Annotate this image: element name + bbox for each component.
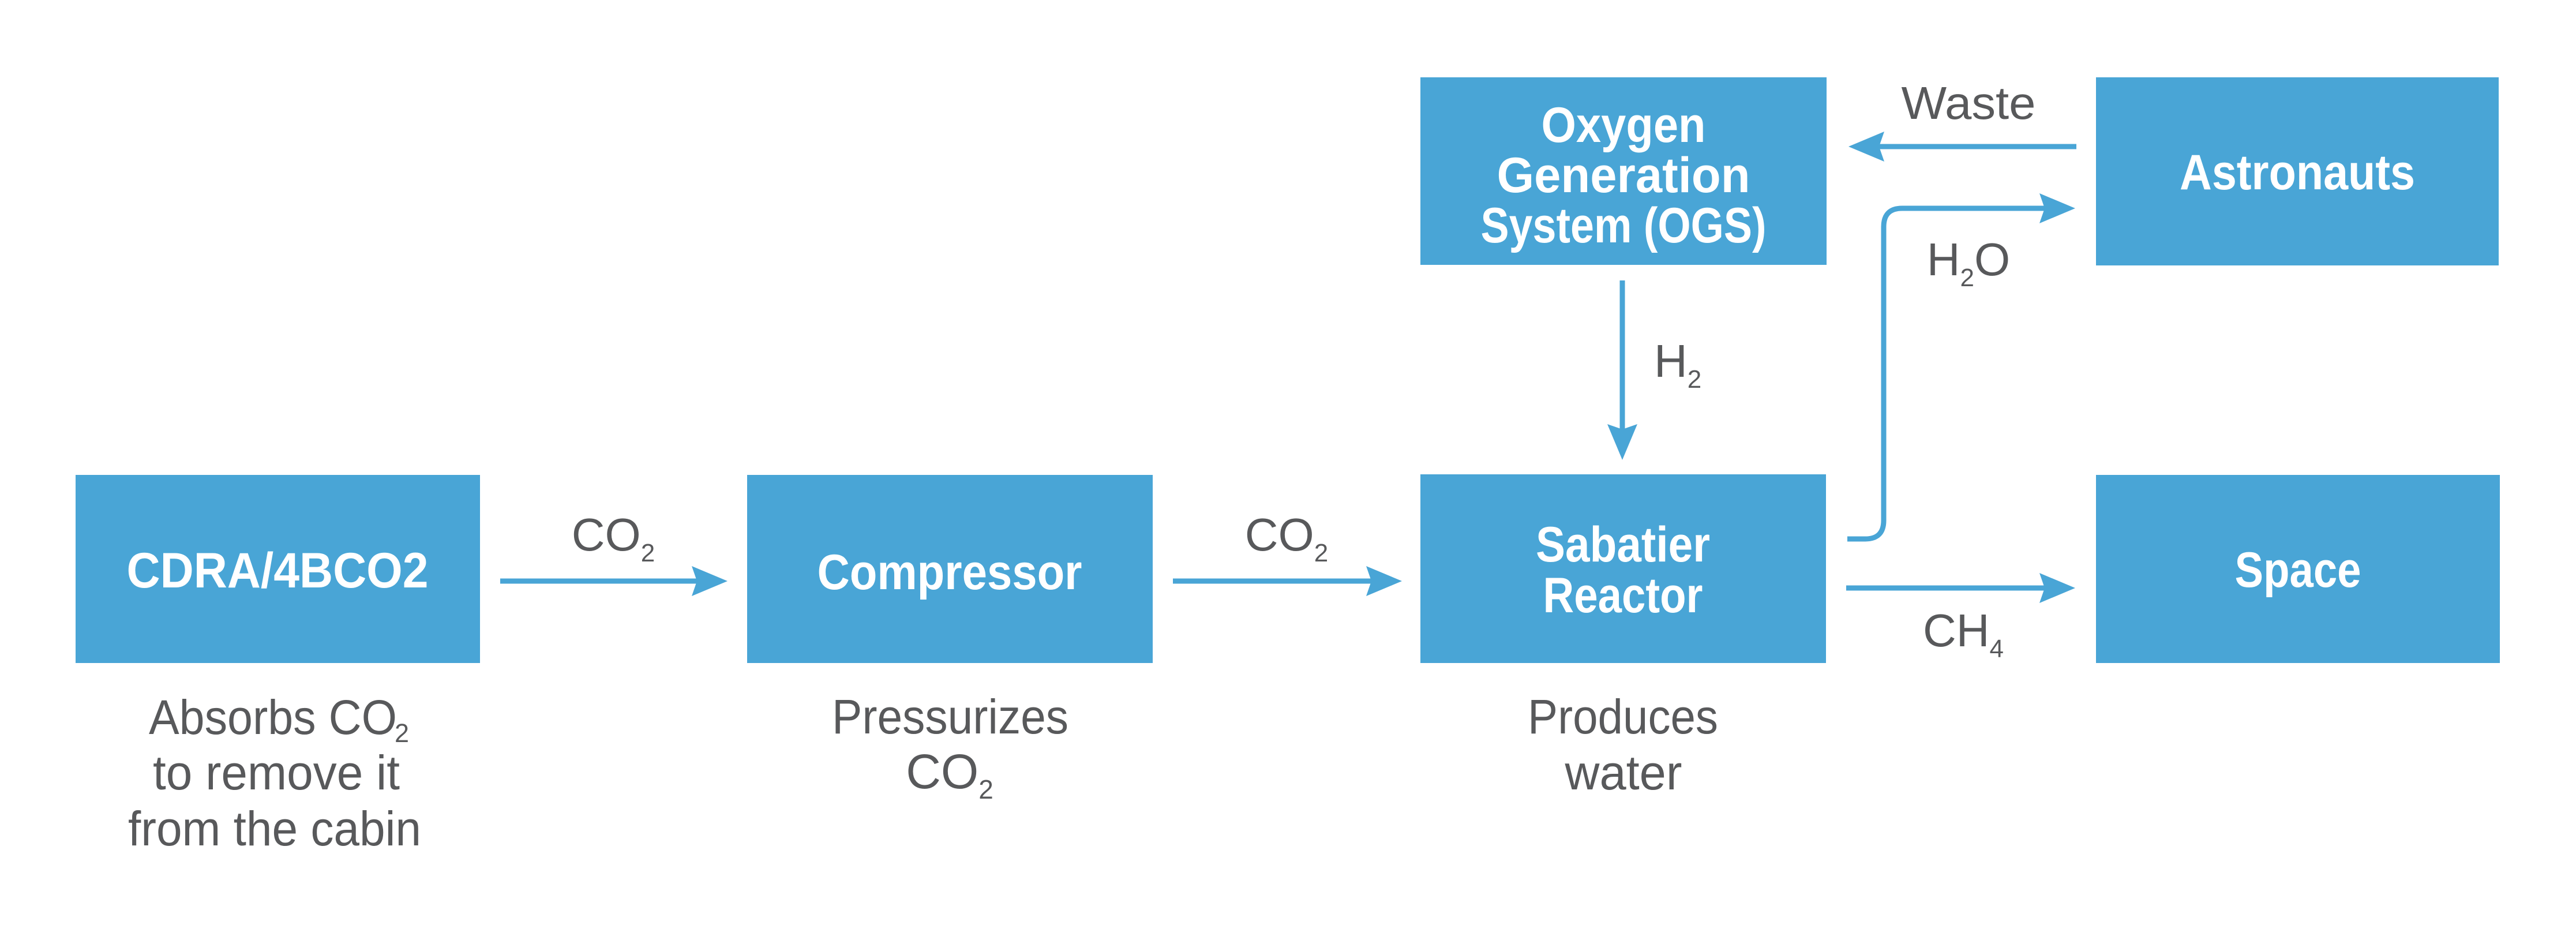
- svg-text:Compressor: Compressor: [818, 545, 1082, 600]
- svg-text:System (OGS): System (OGS): [1481, 198, 1767, 253]
- svg-text:water: water: [1565, 746, 1682, 800]
- svg-text:CDRA/4BCO2: CDRA/4BCO2: [127, 543, 429, 598]
- svg-text:Pressurizes: Pressurizes: [832, 690, 1068, 744]
- svg-text:Reactor: Reactor: [1543, 568, 1703, 623]
- svg-text:2: 2: [395, 718, 409, 748]
- svg-text:Waste: Waste: [1902, 77, 2036, 129]
- svg-text:Absorbs CO: Absorbs CO: [149, 690, 397, 744]
- svg-text:Sabatier: Sabatier: [1536, 517, 1710, 572]
- svg-text:Astronauts: Astronauts: [2180, 145, 2415, 200]
- svg-text:Oxygen: Oxygen: [1542, 98, 1706, 153]
- svg-text:Generation: Generation: [1497, 148, 1750, 203]
- svg-text:Produces: Produces: [1528, 690, 1718, 744]
- svg-text:from the cabin: from the cabin: [128, 802, 421, 856]
- svg-text:Space: Space: [2235, 542, 2361, 598]
- svg-text:to remove it: to remove it: [153, 746, 400, 800]
